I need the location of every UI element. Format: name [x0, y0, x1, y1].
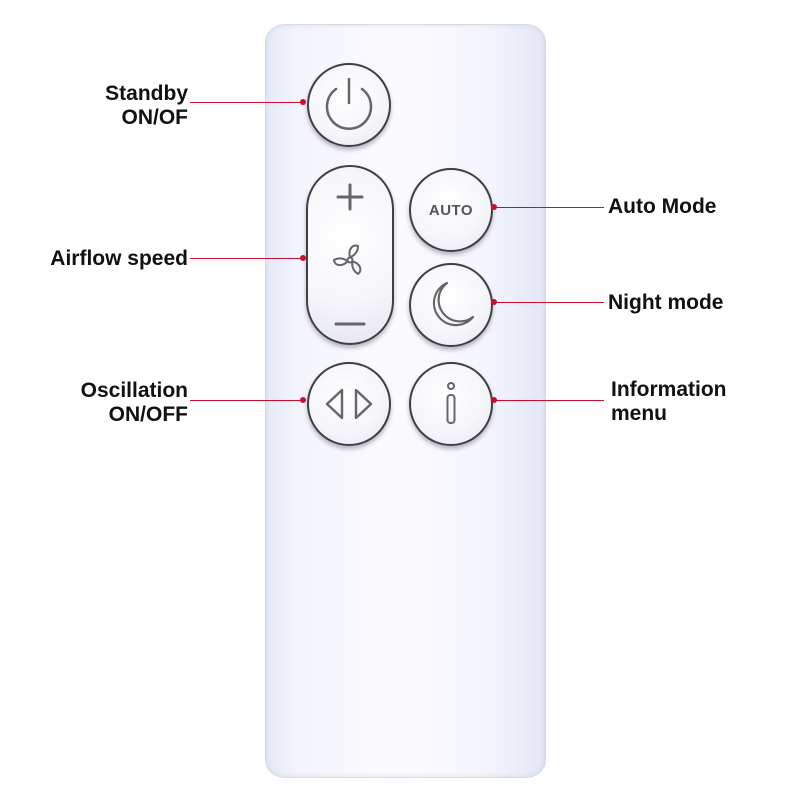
fan-icon [332, 244, 362, 276]
standby-button[interactable] [307, 63, 391, 147]
power-icon [325, 77, 373, 130]
auto-mode-label: Auto Mode [608, 195, 716, 219]
information-button[interactable] [409, 362, 493, 446]
information-leader-line [494, 400, 604, 401]
oscillation-button[interactable] [307, 362, 391, 446]
plus-icon[interactable] [336, 183, 364, 211]
oscillation-label: Oscillation ON/OFF [81, 379, 188, 427]
auto-leader-dot [491, 204, 497, 210]
airflow-label: Airflow speed [50, 247, 188, 271]
oscillation-leader-dot [300, 397, 306, 403]
oscillation-label-line1: Oscillation [80, 379, 188, 402]
information-label-line1: Information [611, 378, 727, 401]
auto-label: AUTO [428, 201, 474, 219]
standby-leader-dot [300, 99, 306, 105]
left-right-arrows-icon [325, 388, 373, 420]
night-mode-label: Night mode [608, 291, 724, 315]
information-leader-dot [491, 397, 497, 403]
airflow-leader-dot [300, 255, 306, 261]
standby-label: Standby ON/OF [105, 82, 188, 130]
oscillation-label-line2: ON/OFF [108, 403, 188, 426]
airflow-speed-rocker[interactable] [306, 165, 394, 345]
auto-leader-line [494, 207, 604, 208]
information-label-line2: menu [611, 402, 668, 425]
information-label: Information menu [611, 378, 727, 426]
info-icon [446, 382, 456, 424]
airflow-label-text: Airflow speed [50, 247, 188, 270]
night-leader-dot [491, 299, 497, 305]
night-mode-button[interactable] [409, 263, 493, 347]
moon-icon [432, 281, 475, 327]
night-mode-label-text: Night mode [608, 291, 724, 314]
remote-control-body: AUTO [265, 24, 546, 778]
oscillation-leader-line [190, 400, 303, 401]
auto-mode-button[interactable]: AUTO [409, 168, 493, 252]
standby-label-line1: Standby [105, 82, 188, 105]
auto-mode-label-text: Auto Mode [608, 195, 717, 218]
night-leader-line [494, 302, 604, 303]
standby-label-line2: ON/OF [121, 106, 189, 129]
airflow-leader-line [190, 258, 303, 259]
standby-leader-line [190, 102, 303, 103]
